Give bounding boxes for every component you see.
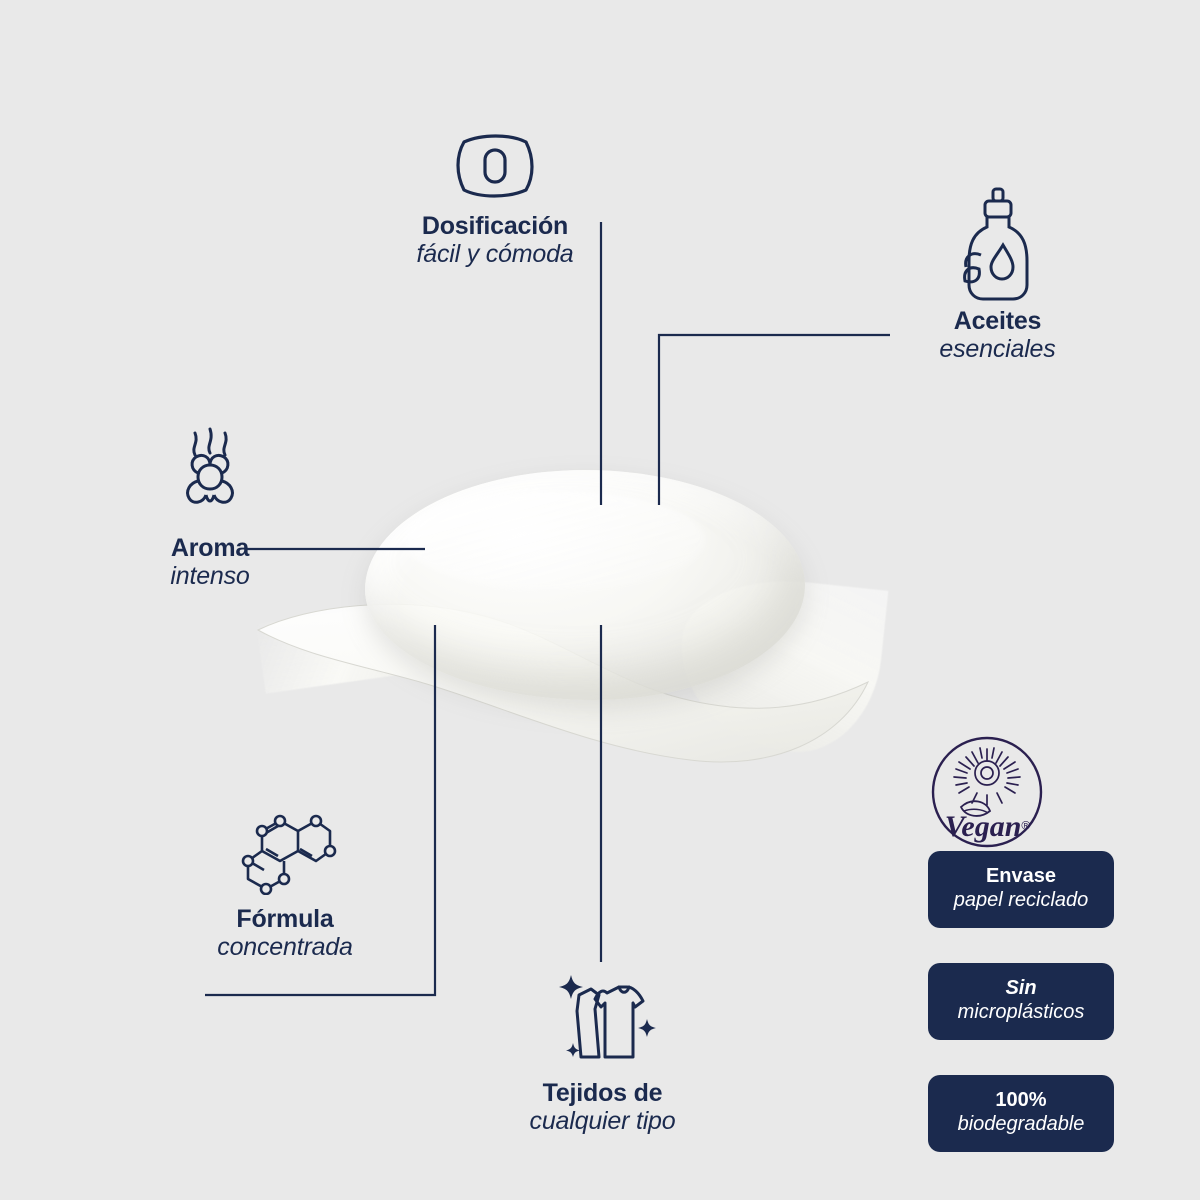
vegan-label: Vegan [944, 810, 1022, 843]
chip-title: Sin [1005, 977, 1037, 999]
clothes-sparkle-icon [558, 975, 656, 1059]
vegan-registered-mark: ® [1021, 818, 1031, 833]
badge-chip-biodegradable: 100% biodegradable [928, 1075, 1114, 1152]
feature-title: Tejidos de [542, 1079, 663, 1107]
feature-title: Aroma [170, 534, 250, 562]
vegan-flower-icon [931, 736, 1043, 848]
scented-flower-icon [186, 427, 234, 504]
chip-subtitle: papel reciclado [953, 889, 1089, 911]
feature-title: Fórmula [236, 905, 334, 933]
feature-aroma: Aroma intenso [85, 425, 335, 592]
feature-dosificacion: Dosificación fácil y cómoda [395, 130, 595, 270]
feature-aceites: Aceites esenciales [885, 185, 1110, 365]
badge-chip-envase: Envase papel reciclado [928, 851, 1114, 928]
feature-subtitle: esenciales [939, 335, 1056, 363]
chip-subtitle: biodegradable [957, 1113, 1085, 1135]
product-highlight [405, 490, 705, 590]
feature-title: Aceites [953, 307, 1042, 335]
feature-title: Dosificación [421, 212, 569, 240]
feature-subtitle: intenso [170, 562, 250, 590]
feature-subtitle: fácil y cómoda [416, 240, 574, 268]
essential-oil-bottle-icon [962, 187, 1028, 301]
feature-tejidos: Tejidos de cualquier tipo [475, 965, 730, 1137]
product-image [250, 460, 890, 800]
chip-title: Envase [985, 865, 1057, 887]
badge-chip-microplasticos: Sin microplásticos [928, 963, 1114, 1040]
chip-subtitle: microplásticos [957, 1001, 1085, 1023]
chip-title: 100% [995, 1089, 1047, 1111]
feature-subtitle: cualquier tipo [529, 1107, 676, 1135]
feature-subtitle: concentrada [217, 933, 353, 961]
vegan-badge: Vegan® [930, 735, 1045, 850]
dosing-pod-icon [456, 134, 534, 198]
feature-formula: Fórmula concentrada [160, 805, 410, 963]
molecule-icon [241, 814, 337, 895]
